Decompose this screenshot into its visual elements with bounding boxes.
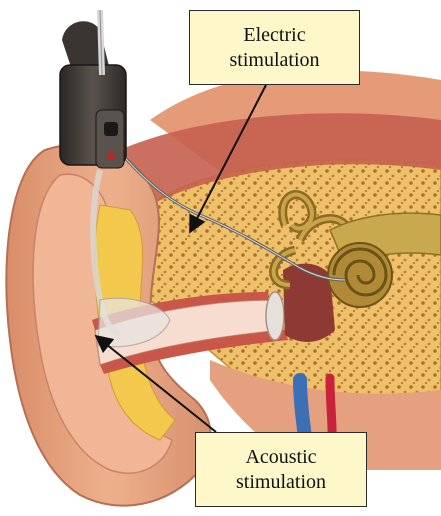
acoustic-stimulation-label: Acoustic stimulation bbox=[195, 432, 367, 507]
eardrum bbox=[266, 292, 284, 340]
speech-processor bbox=[60, 21, 126, 168]
cochlea bbox=[328, 243, 392, 307]
electric-stimulation-label: Electric stimulation bbox=[189, 10, 360, 85]
